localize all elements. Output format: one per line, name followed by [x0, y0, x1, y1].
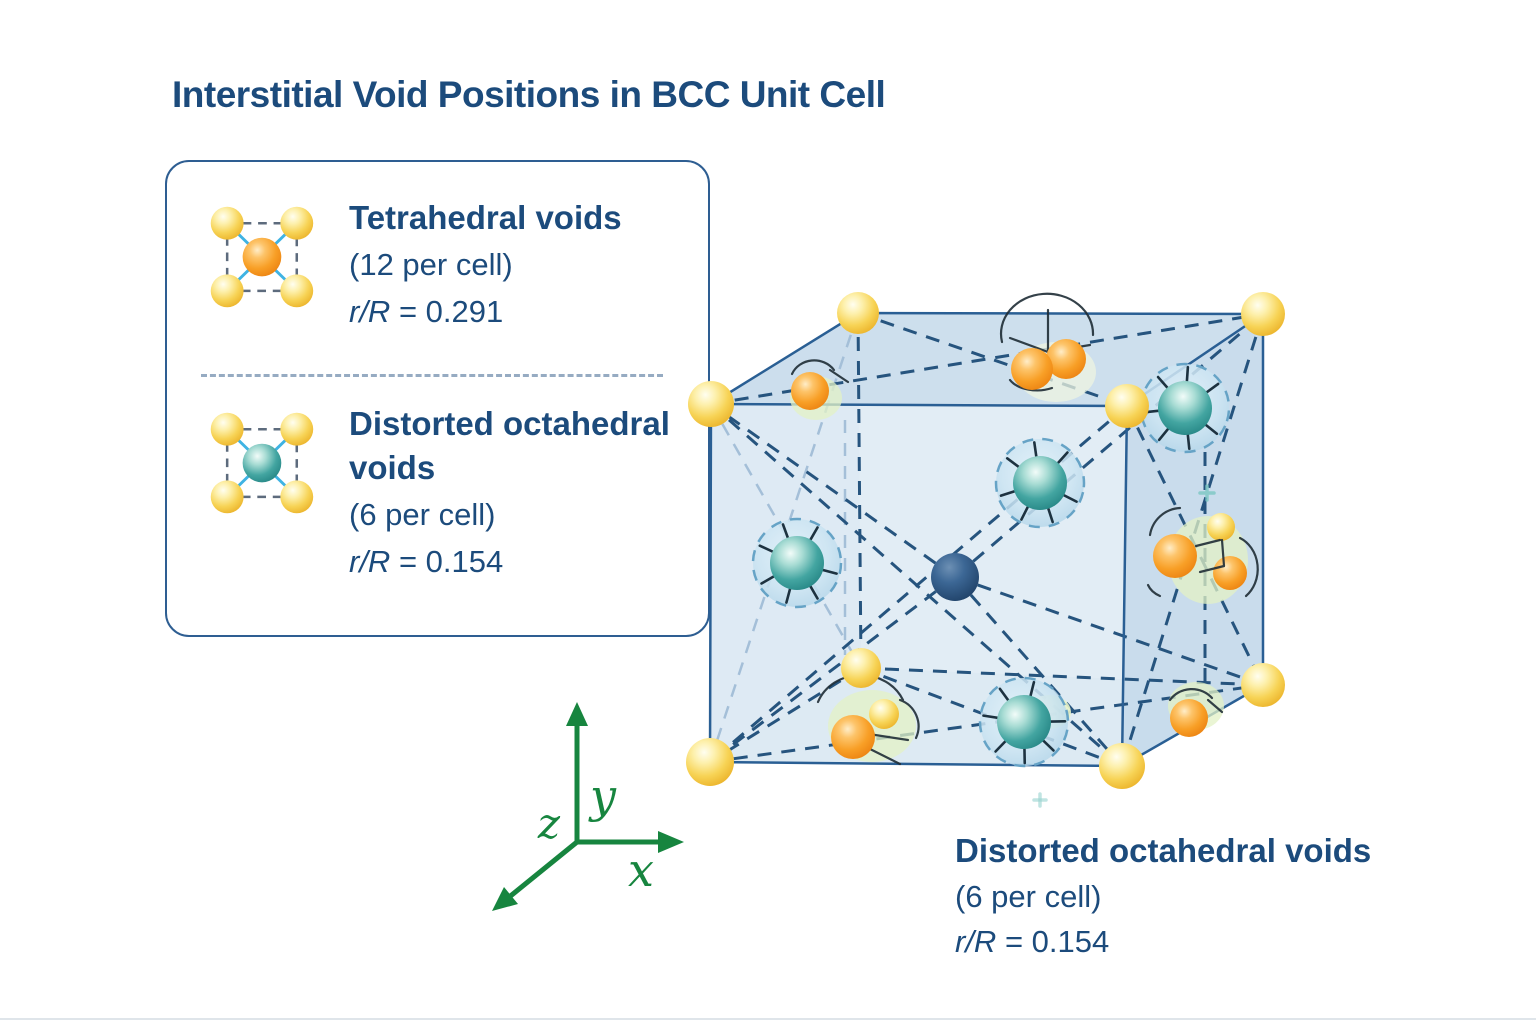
caption-label: Distorted octahedral voids	[955, 832, 1372, 869]
legend-item-tetrahedral: Tetrahedral voids (12 per cell) r/R = 0.…	[203, 196, 688, 330]
caption-ratio: r/R = 0.154	[955, 924, 1371, 960]
axis-lines	[505, 713, 669, 901]
void-cage-outline	[225, 427, 299, 499]
sparkle-marks	[1032, 484, 1216, 808]
ratio-value: = 0.154	[390, 544, 504, 580]
legend-label: Distorted octahedral voids	[349, 405, 670, 487]
y-axis-arrow	[566, 702, 588, 726]
corner-atom	[1241, 663, 1285, 707]
octahedral-void-icon	[210, 412, 314, 514]
ratio-symbol: r/R	[349, 294, 391, 330]
ratio-value: = 0.291	[390, 294, 504, 330]
host-atoms	[210, 206, 314, 308]
ratio-value: = 0.154	[996, 924, 1110, 959]
legend-item-octahedral: Distorted octahedral voids (6 per cell) …	[203, 402, 688, 580]
tetrahedral-void-atom	[1170, 699, 1208, 737]
legend-count: (12 per cell)	[349, 247, 513, 283]
tetrahedral-void-atom	[1011, 348, 1053, 390]
corner-atom	[837, 292, 879, 334]
legend-ratio: r/R = 0.291	[349, 294, 622, 330]
axis-arrowheads	[492, 702, 684, 911]
tetrahedral-cage-arcs	[790, 292, 1259, 766]
legend-panel: Tetrahedral voids (12 per cell) r/R = 0.…	[165, 160, 710, 637]
axis-triad: y z x	[492, 702, 684, 911]
page-title: Interstitial Void Positions in BCC Unit …	[172, 74, 886, 115]
legend-divider	[201, 374, 663, 377]
void-cage-outline	[225, 221, 299, 293]
bottom-divider	[0, 1018, 1536, 1020]
z-axis-arrow	[492, 887, 518, 911]
y-axis-label: y	[588, 769, 617, 823]
x-axis-label: x	[628, 843, 654, 897]
octahedral-voids	[753, 350, 1243, 777]
legend-count: (6 per cell)	[349, 497, 496, 533]
host-atoms	[210, 412, 314, 514]
corner-atom	[1241, 292, 1285, 336]
corner-atom	[841, 648, 881, 688]
ratio-symbol: r/R	[955, 924, 997, 959]
body-center-atom	[931, 553, 979, 601]
tetrahedral-void-atom	[1213, 556, 1247, 590]
tetrahedral-void-atom	[1046, 339, 1086, 379]
legend-label: Tetrahedral voids	[349, 199, 622, 236]
tetrahedral-void-icon	[210, 206, 314, 308]
caption-count: (6 per cell)	[955, 879, 1102, 914]
host-atom-small	[869, 699, 899, 729]
octahedral-void-atom	[242, 443, 282, 483]
tetrahedral-void-atom	[791, 372, 829, 410]
tetrahedral-void-atom	[831, 715, 875, 759]
tetrahedral-voids	[791, 339, 1247, 759]
corner-atom	[688, 381, 734, 427]
corner-atoms	[686, 292, 1285, 789]
corner-atom	[686, 738, 734, 786]
legend-ratio: r/R = 0.154	[349, 544, 679, 580]
octahedral-caption: Distorted octahedral voids (6 per cell) …	[955, 832, 1371, 960]
x-axis-arrow	[658, 831, 684, 853]
corner-atom	[1105, 384, 1149, 428]
host-atom-small	[1207, 513, 1235, 541]
tetrahedral-cage-arcs-front	[1194, 538, 1226, 714]
ratio-symbol: r/R	[349, 544, 391, 580]
tetrahedral-void-atom	[1153, 534, 1197, 578]
tetrahedral-void-atom	[242, 237, 282, 277]
octahedral-void	[753, 519, 841, 607]
z-axis-label: z	[537, 799, 561, 848]
corner-atom	[1099, 743, 1145, 789]
